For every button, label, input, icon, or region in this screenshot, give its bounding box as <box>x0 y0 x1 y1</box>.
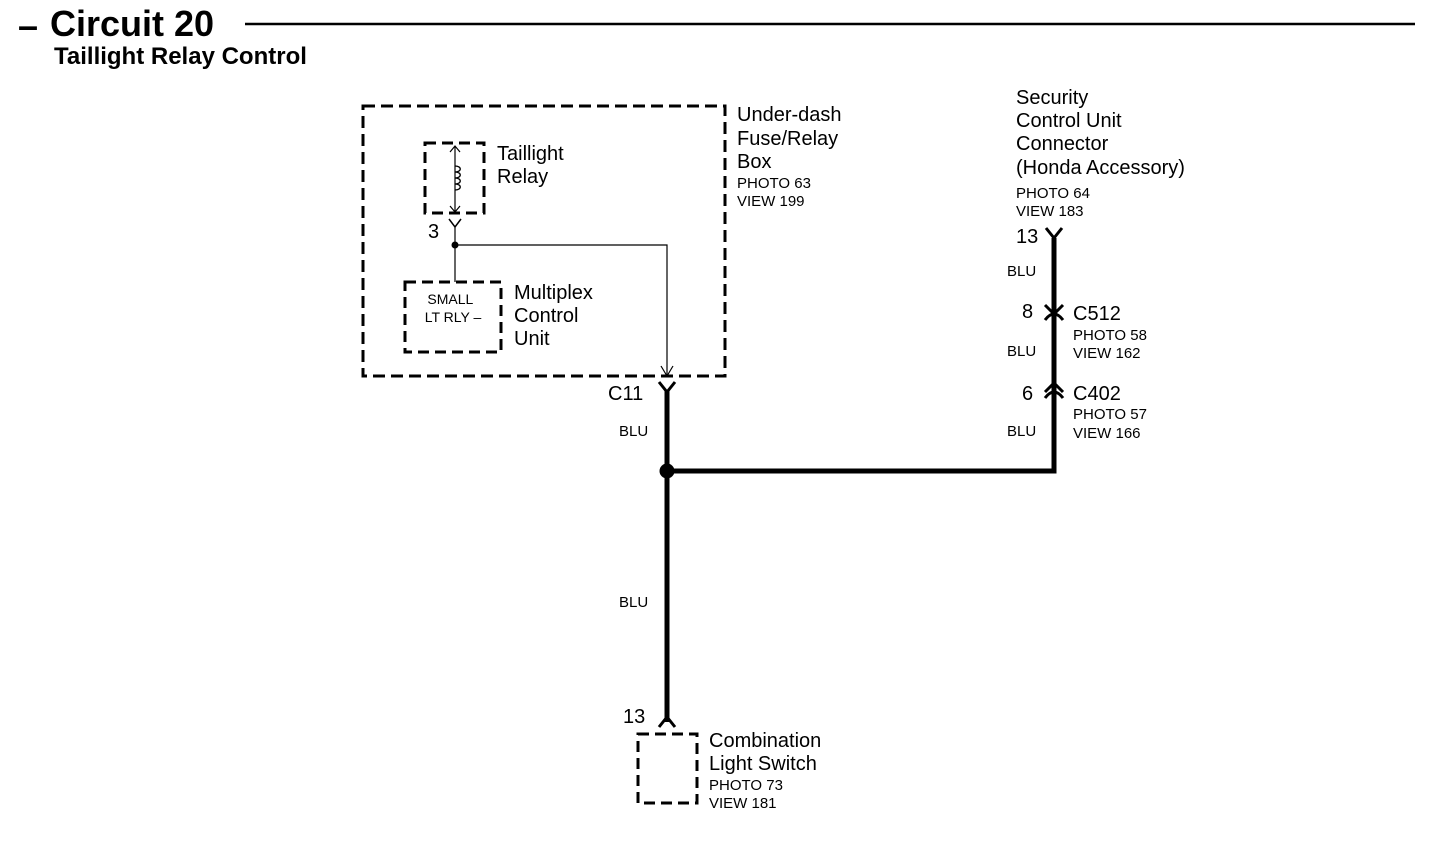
c512-pin: 8 <box>1022 301 1033 323</box>
c512-photo: PHOTO 58 <box>1073 327 1147 344</box>
c11-label: C11 <box>608 383 643 405</box>
relay-to-c11-wire <box>455 244 668 376</box>
switch-pin-number: 13 <box>623 706 645 728</box>
combination-light-switch: 13 Combination Light Switch PHOTO 73 VIE… <box>623 706 827 812</box>
relay-coil-icon <box>454 165 461 191</box>
c512-name: C512 <box>1073 303 1121 325</box>
connector-c512: 8 C512 PHOTO 58 VIEW 162 <box>1022 301 1147 362</box>
switch-view: VIEW 181 <box>709 795 777 812</box>
security-control-unit: Security Control Unit Connector (Honda A… <box>1016 87 1185 248</box>
internal-arrow-icon <box>660 365 674 378</box>
combination-switch-label: Combination Light Switch <box>709 730 827 775</box>
multiplex-control-unit: SMALL LT RLY – Multiplex Control Unit <box>403 280 598 354</box>
underdash-box-outline <box>361 104 727 378</box>
wire-label-c402-splice: BLU <box>1007 423 1036 440</box>
underdash-box-photo: PHOTO 63 <box>737 175 811 192</box>
security-pin-connector-icon <box>1044 227 1064 241</box>
c402-name: C402 <box>1073 383 1121 405</box>
multiplex-outline <box>403 280 503 354</box>
multiplex-label: Multiplex Control Unit <box>514 282 598 350</box>
header-dash: – <box>18 5 38 46</box>
taillight-relay-label: Taillight Relay <box>497 143 569 188</box>
wire-label-splice-switch: BLU <box>619 594 648 611</box>
taillight-relay: Taillight Relay 3 <box>423 141 569 243</box>
underdash-box-label: Under-dash Fuse/Relay Box <box>737 104 847 173</box>
relay-arrow-up-icon <box>449 145 461 153</box>
internal-wiring <box>451 227 674 378</box>
main-wires <box>659 238 1057 722</box>
security-unit-label: Security Control Unit Connector (Honda A… <box>1016 87 1185 179</box>
switch-outline <box>636 732 699 805</box>
security-unit-pin: 13 <box>1016 226 1038 248</box>
relay-outline <box>423 141 486 215</box>
c402-view: VIEW 166 <box>1073 425 1141 442</box>
relay-pin-connector-icon <box>448 218 462 229</box>
page-title: Circuit 20 <box>50 3 214 44</box>
wire-label-c512-c402: BLU <box>1007 343 1036 360</box>
wire-label-c11-splice: BLU <box>619 423 648 440</box>
c512-female-connector-icon <box>1043 312 1065 321</box>
underdash-box-view: VIEW 199 <box>737 193 805 210</box>
wire-color-labels: BLU BLU BLU BLU BLU <box>619 263 1036 611</box>
c402-male-connector-icon <box>1043 380 1065 394</box>
multiplex-internal-label: SMALL LT RLY – <box>425 291 482 325</box>
security-unit-view: VIEW 183 <box>1016 203 1084 220</box>
switch-photo: PHOTO 73 <box>709 777 783 794</box>
c402-pin: 6 <box>1022 383 1033 405</box>
header: – Circuit 20 Taillight Relay Control <box>18 3 1415 70</box>
switch-pin-connector-icon <box>657 714 677 728</box>
page-subtitle: Taillight Relay Control <box>54 43 307 70</box>
connector-c402: 6 C402 PHOTO 57 VIEW 166 <box>1022 380 1147 442</box>
c402-photo: PHOTO 57 <box>1073 406 1147 423</box>
relay-pin-number: 3 <box>428 221 439 243</box>
c512-view: VIEW 162 <box>1073 345 1141 362</box>
relay-arrow-down-icon <box>449 205 461 213</box>
c402-female-connector-icon <box>1043 390 1065 399</box>
underdash-fuse-relay-box: Under-dash Fuse/Relay Box PHOTO 63 VIEW … <box>361 104 847 378</box>
wire-label-security-c512: BLU <box>1007 263 1036 280</box>
main-splice-dot <box>659 463 675 479</box>
security-unit-photo: PHOTO 64 <box>1016 185 1090 202</box>
